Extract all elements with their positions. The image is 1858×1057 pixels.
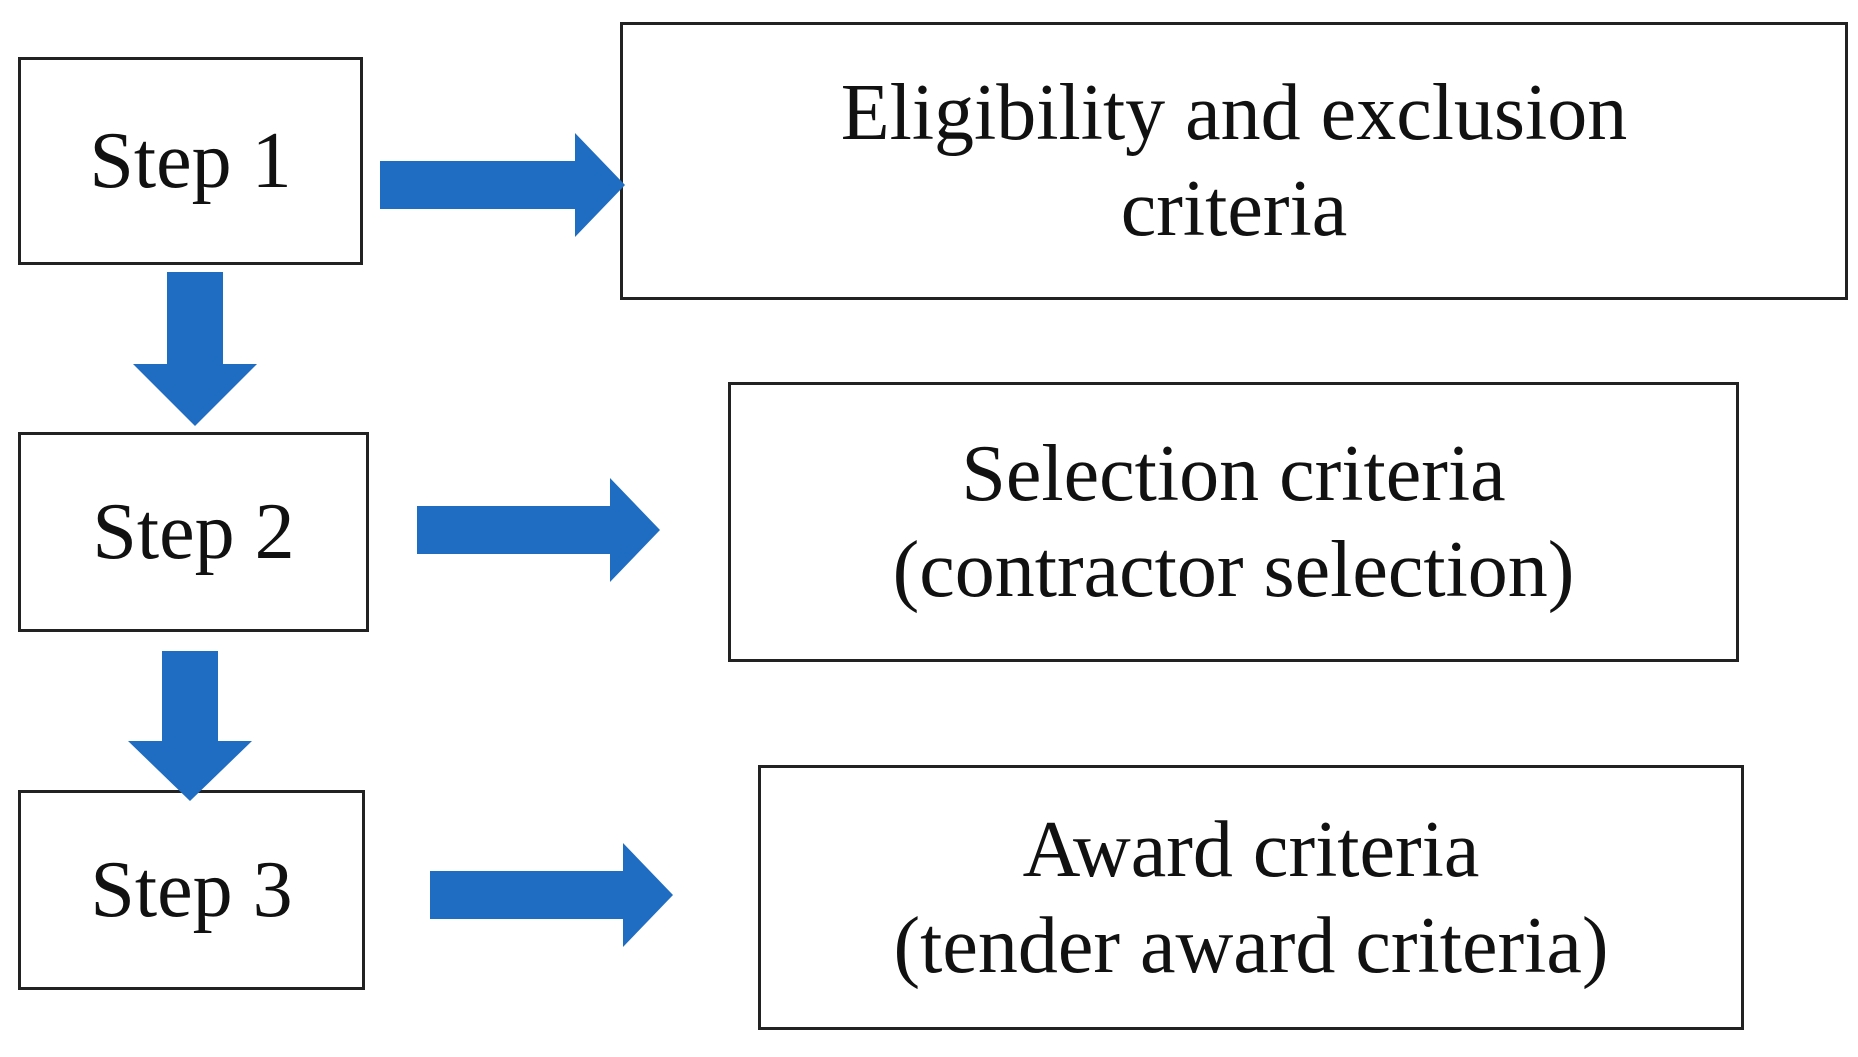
right-arrow-icon <box>430 843 673 947</box>
eligibility-line-1: Eligibility and exclusion <box>840 69 1628 157</box>
step-3-label: Step 3 <box>90 846 293 934</box>
award-criteria-box: Award criteria (tender award criteria) <box>758 765 1744 1030</box>
award-line-2: (tender award criteria) <box>893 901 1609 990</box>
right-arrow-icon <box>417 478 660 582</box>
right-arrow-icon <box>380 133 625 237</box>
selection-criteria-box: Selection criteria (contractor selection… <box>728 382 1739 662</box>
step-2-box: Step 2 <box>18 432 369 632</box>
selection-line-1: Selection criteria <box>961 430 1506 518</box>
award-line-1: Award criteria <box>1022 805 1480 894</box>
eligibility-exclusion-criteria-box: Eligibility and exclusion criteria <box>620 22 1848 300</box>
down-arrow-icon <box>128 651 252 801</box>
step-3-box: Step 3 <box>18 790 365 990</box>
step-1-label: Step 1 <box>89 117 292 205</box>
step-2-label: Step 2 <box>92 488 295 576</box>
down-arrow-icon <box>133 272 257 426</box>
selection-line-2: (contractor selection) <box>892 526 1575 614</box>
step-1-box: Step 1 <box>18 57 363 265</box>
eligibility-line-2: criteria <box>1120 165 1348 253</box>
